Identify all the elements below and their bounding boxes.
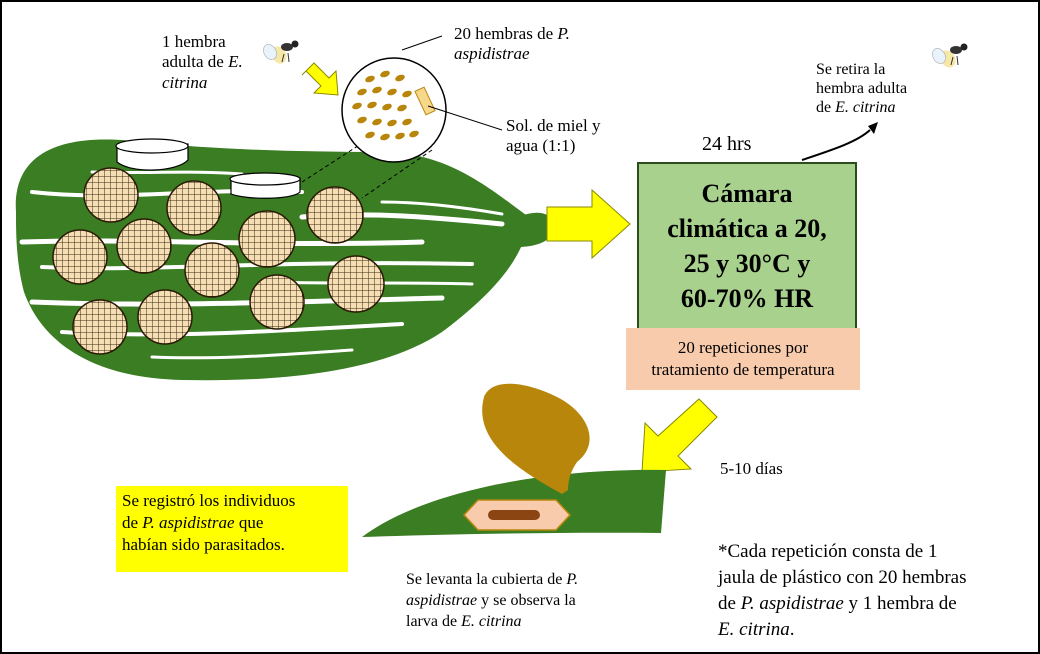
chamber-line: 60-70% HR: [667, 281, 827, 316]
label-sol-miel: Sol. de miel y agua (1:1): [506, 116, 600, 157]
climate-chamber-box: Cámara climática a 20, 25 y 30°C y 60-70…: [637, 162, 857, 330]
arrow-down-left: [642, 399, 717, 472]
label-retira: Se retira la hembra adulta de E. citrina: [816, 60, 907, 118]
arrow-diagonal-small: [302, 63, 338, 95]
cage: [239, 211, 295, 267]
larva: [488, 510, 540, 520]
cage: [117, 219, 171, 273]
removal-arrow: [802, 122, 878, 160]
cage: [167, 181, 221, 235]
leaf-illustration: [362, 384, 666, 537]
chamber-line: 25 y 30°C y: [667, 246, 827, 281]
cage: [138, 290, 192, 344]
chamber-line: Cámara: [667, 176, 827, 211]
label-24-hrs: 24 hrs: [702, 132, 751, 156]
label-levanta: Se levanta la cubierta de P. aspidistrae…: [406, 569, 578, 632]
cage: [53, 230, 107, 284]
cage: [328, 256, 384, 312]
wasp-icon: [930, 44, 968, 71]
registro-box: Se registró los individuos de P. aspidis…: [116, 486, 348, 572]
cage: [185, 243, 239, 297]
wasp-icon: [261, 41, 299, 67]
label-dias: 5-10 días: [720, 459, 783, 479]
cage: [250, 275, 304, 329]
cage: [307, 187, 363, 243]
label-hembra: 1 hembra adulta de E. citrina: [162, 32, 243, 93]
cage: [73, 300, 127, 354]
label-20-hembras: 20 hembras de P. aspidistrae: [454, 24, 570, 65]
note-text: *Cada repetición consta de 1 jaula de pl…: [718, 539, 967, 643]
repetitions-box: 20 repeticiones por tratamiento de tempe…: [626, 328, 860, 390]
chamber-line: climática a 20,: [667, 211, 827, 246]
cage: [84, 168, 138, 222]
arrow-right: [547, 190, 630, 258]
